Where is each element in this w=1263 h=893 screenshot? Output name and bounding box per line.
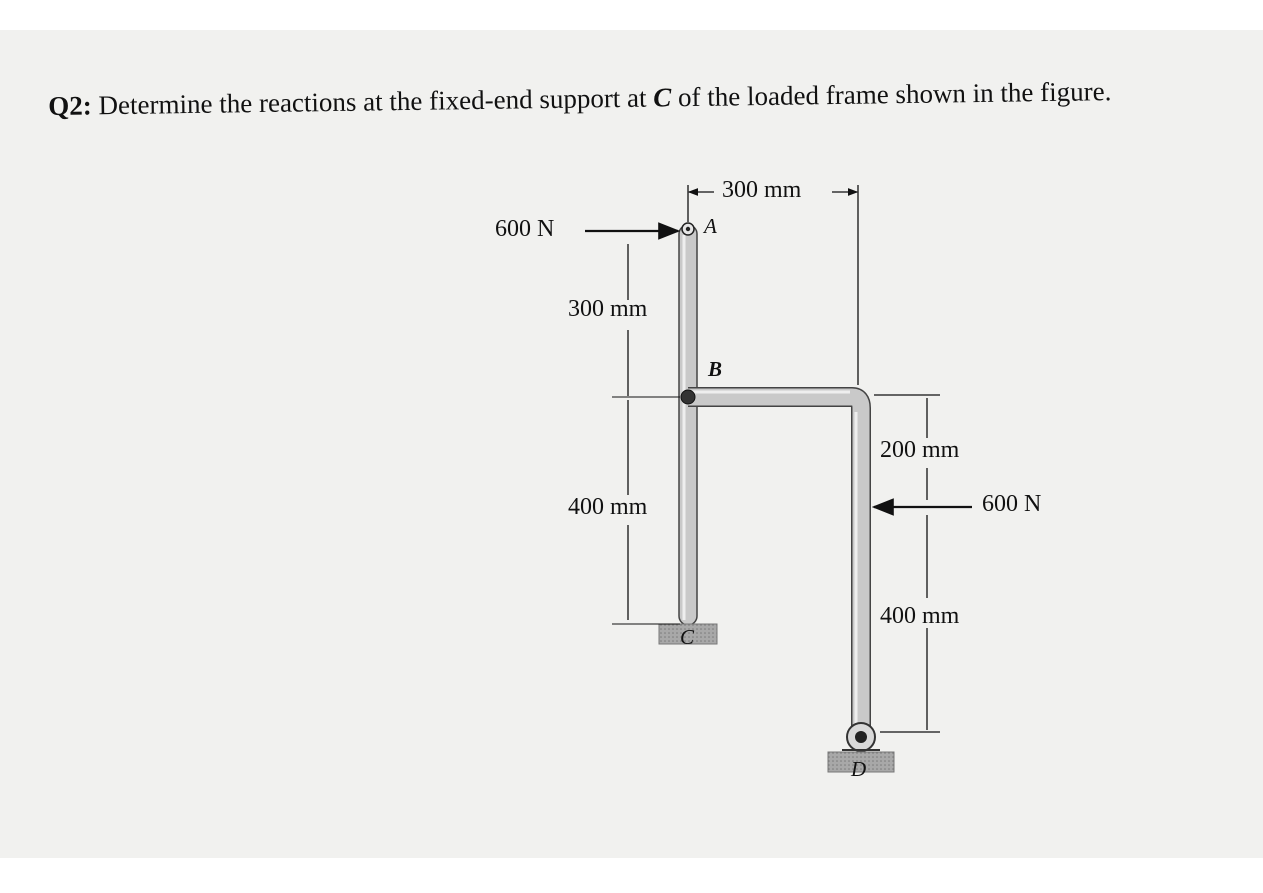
point-a-label: A [704, 214, 717, 238]
dim-right-lower-label: 400 mm [880, 603, 960, 629]
paper-sheet [0, 30, 1263, 858]
load-right-label: 600 N [982, 491, 1042, 517]
member-bent-bd [688, 387, 871, 740]
dim-bc-label: 400 mm [568, 494, 648, 520]
pin-b [680, 389, 696, 405]
point-c-label: C [680, 625, 695, 649]
dim-left [612, 244, 680, 625]
member-column-ac [678, 224, 698, 626]
point-d-label: D [851, 757, 867, 781]
dim-right [874, 394, 940, 733]
fixed-support-c [658, 623, 718, 645]
pin-support-d [827, 722, 895, 773]
dim-top [687, 185, 859, 385]
dim-ab-label: 300 mm [568, 296, 648, 322]
point-b-label: B [708, 357, 723, 381]
dim-top-label: 300 mm [722, 177, 802, 203]
dim-right-upper-label: 200 mm [880, 437, 960, 463]
load-a-label: 600 N [495, 216, 555, 242]
